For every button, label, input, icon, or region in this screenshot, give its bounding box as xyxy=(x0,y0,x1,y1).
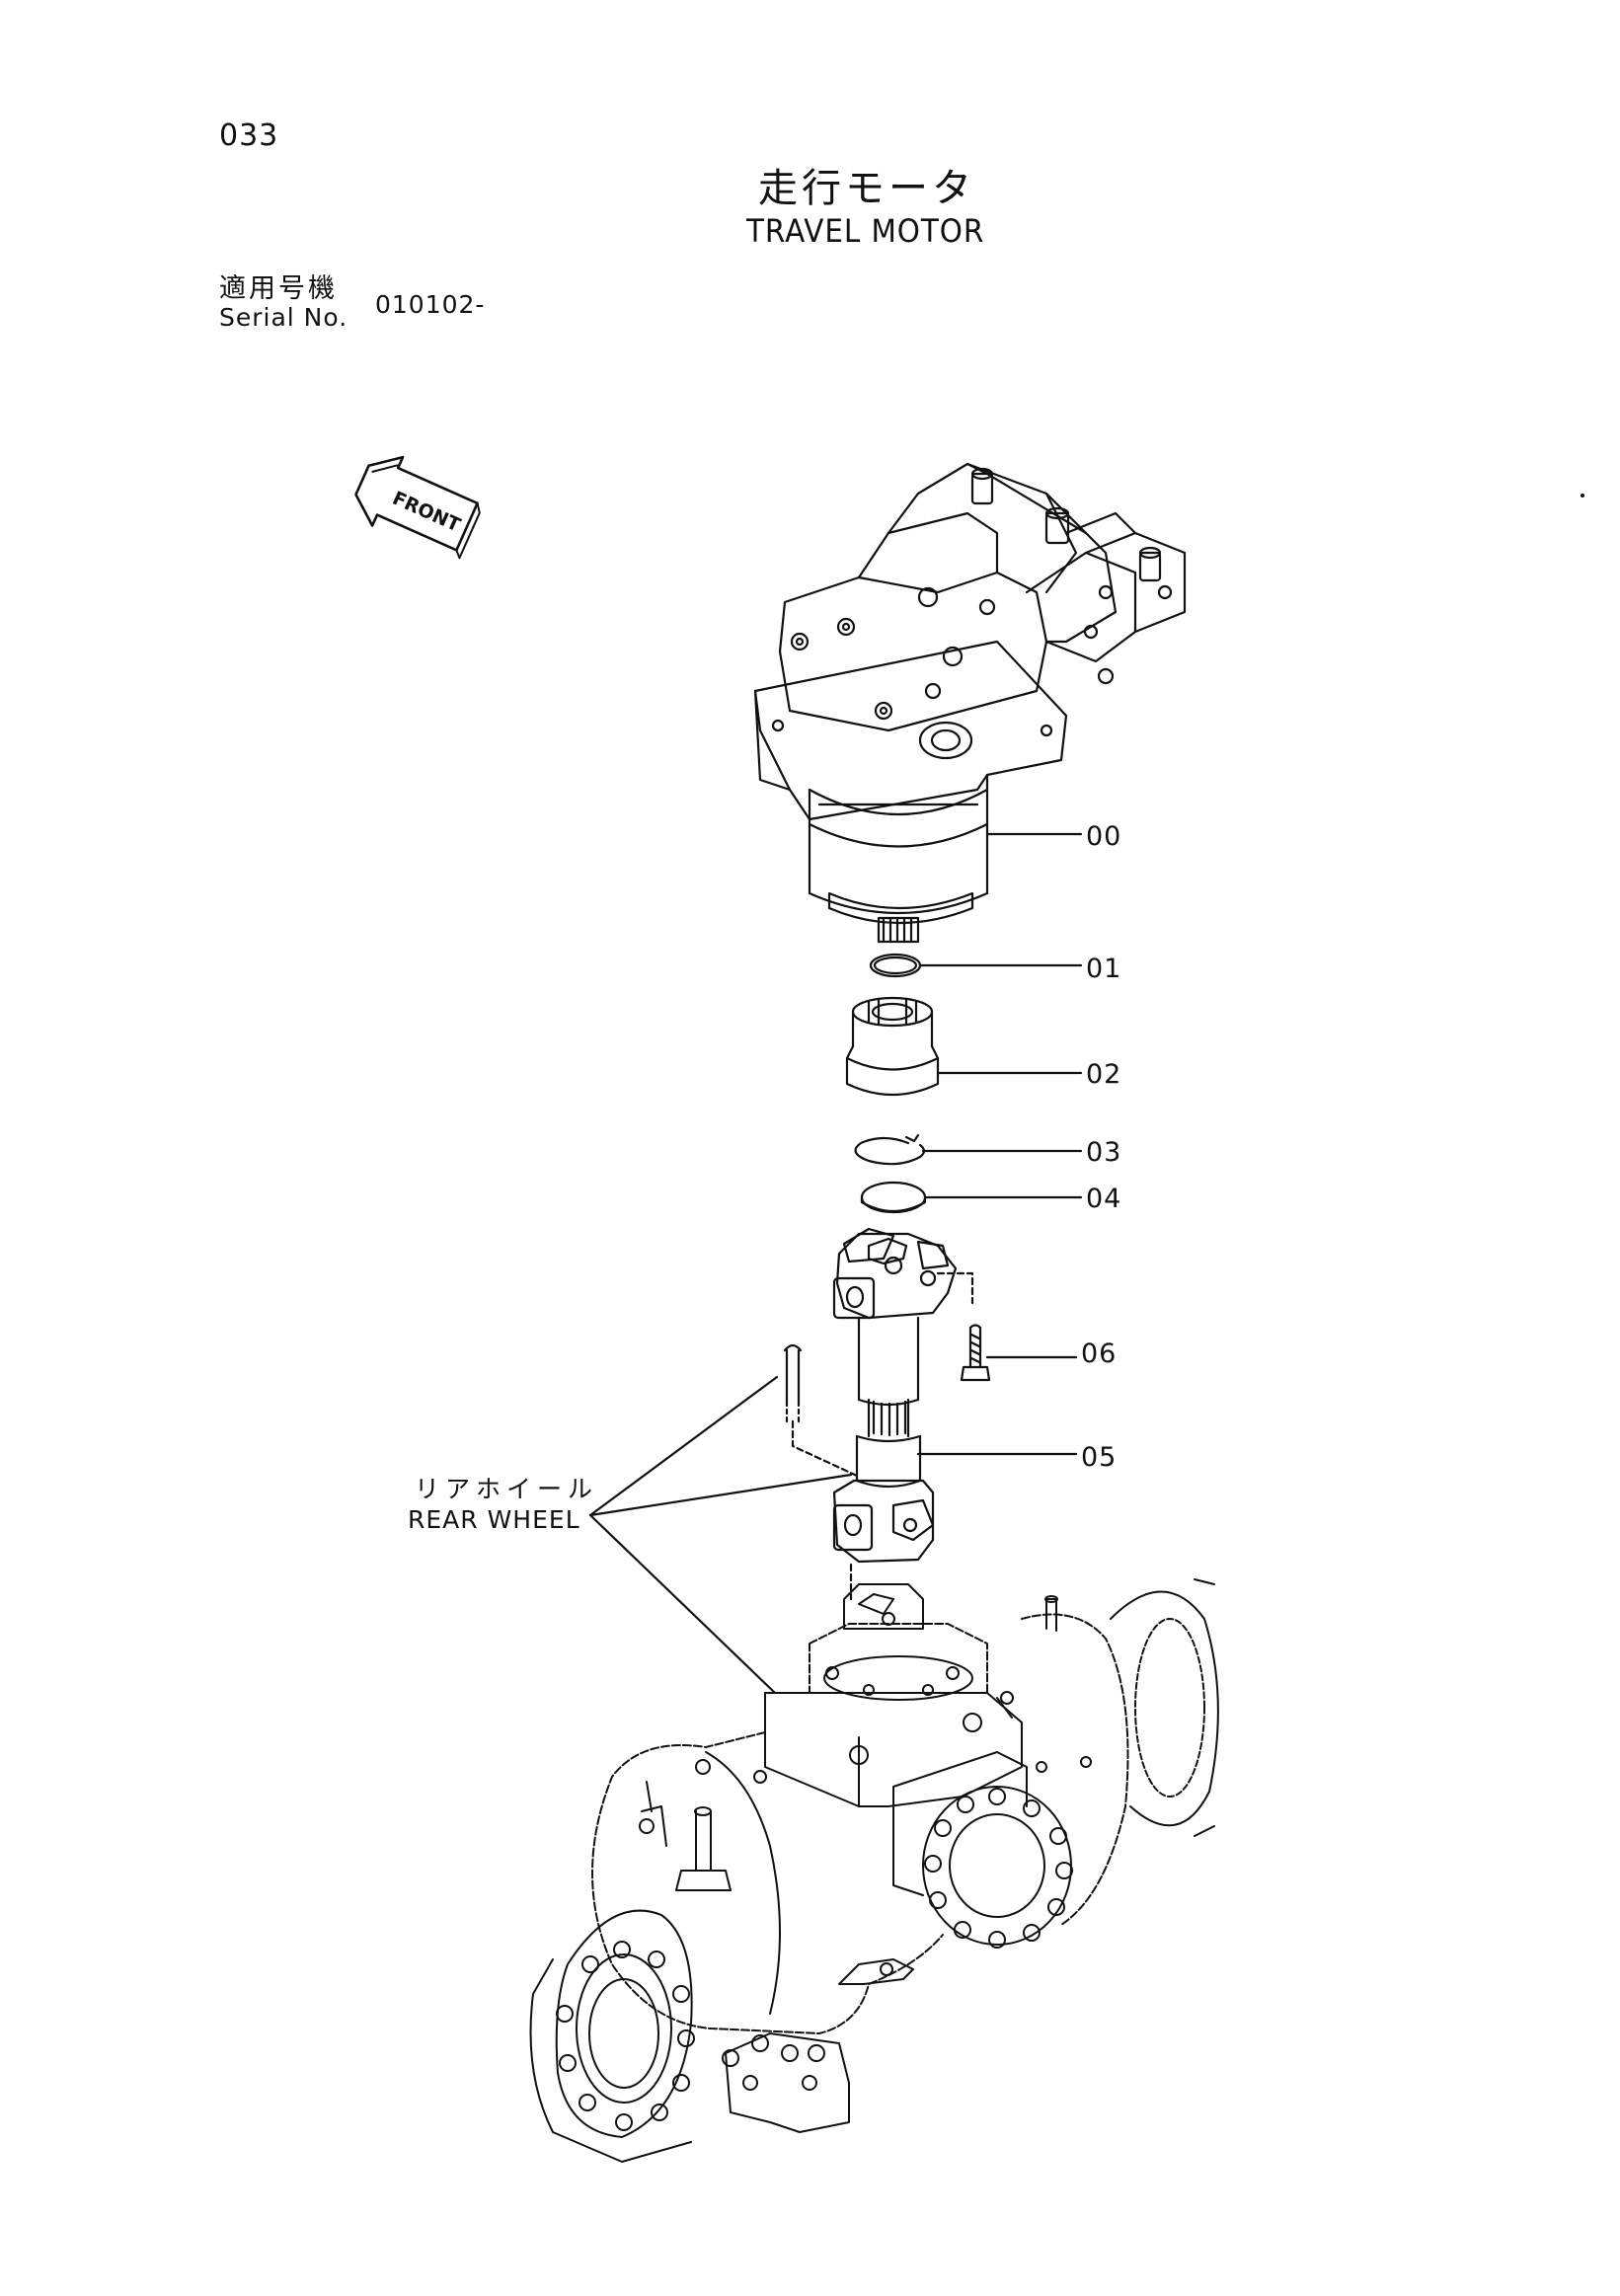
callout-02: 02 xyxy=(1086,1059,1122,1090)
serial-label-japanese: 適用号機 xyxy=(219,273,338,304)
bolt-part-06 xyxy=(936,1271,1078,1382)
universal-joint-part-05 xyxy=(832,1227,1078,1564)
callout-00: 00 xyxy=(1086,821,1122,852)
rear-wheel-label-japanese: リアホイール xyxy=(415,1475,599,1503)
scan-dot xyxy=(1581,494,1584,497)
callout-03: 03 xyxy=(1086,1137,1122,1168)
front-arrow-icon: FRONT xyxy=(354,455,481,560)
page-number: 033 xyxy=(219,118,279,153)
coupling-part-02 xyxy=(845,996,1083,1097)
plate-part-04 xyxy=(860,1181,1083,1214)
front-label: FRONT xyxy=(389,488,463,537)
callout-06: 06 xyxy=(1081,1339,1118,1369)
rear-axle-assembly xyxy=(529,1578,1219,2163)
o-ring-part-01 xyxy=(869,953,1083,978)
bolt-reference xyxy=(783,1343,859,1478)
callout-04: 04 xyxy=(1086,1184,1122,1214)
travel-motor-part-00 xyxy=(753,462,1187,944)
serial-label-english: Serial No. xyxy=(219,303,348,332)
rear-wheel-leader xyxy=(588,1375,853,1695)
callout-05: 05 xyxy=(1081,1442,1118,1473)
title-english: TRAVEL MOTOR xyxy=(746,212,985,250)
rear-wheel-label-english: REAR WHEEL xyxy=(408,1505,580,1534)
snap-ring-part-03 xyxy=(854,1133,1083,1166)
serial-number-value: 010102- xyxy=(375,290,486,319)
title-japanese: 走行モータ xyxy=(758,166,975,211)
callout-01: 01 xyxy=(1086,954,1122,984)
